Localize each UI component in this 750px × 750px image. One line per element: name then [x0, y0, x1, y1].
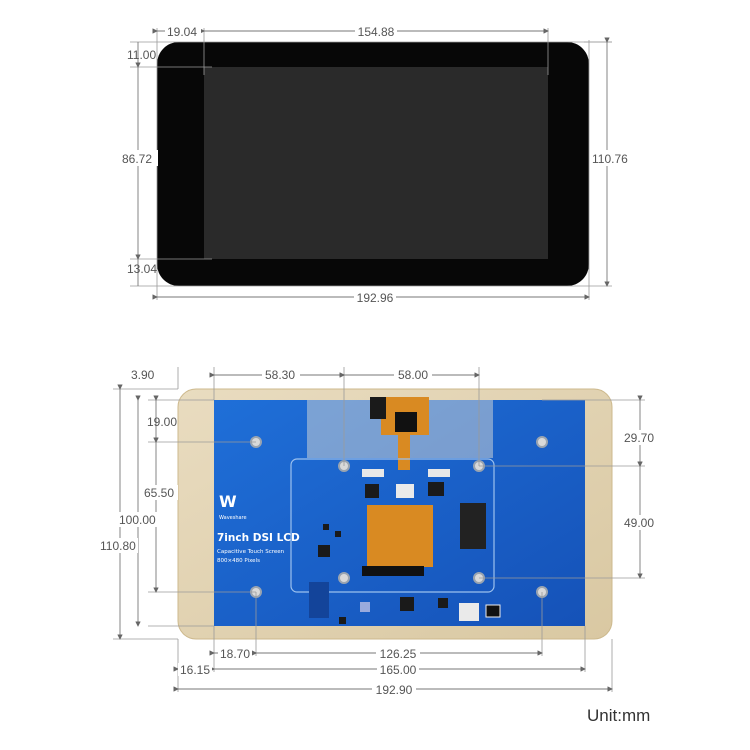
dim-back-pcb-width: 165.00 — [380, 663, 417, 677]
dim-back-hole-right-top: 29.70 — [624, 431, 654, 445]
dim-back-hole-right-span: 49.00 — [624, 516, 654, 530]
dim-back-hole-left-offset: 18.70 — [220, 647, 250, 661]
dim-back-frame-left-offset: 16.15 — [180, 663, 210, 677]
back-view: W Waveshare 7inch DSI LCD Capacitive Tou… — [98, 367, 658, 697]
board-subtitle: Capacitive Touch Screen — [217, 549, 285, 555]
dim-back-pcb-height: 100.00 — [119, 513, 156, 527]
board-logo-mark: W — [219, 492, 237, 511]
dim-back-hole-vertical-mid: 65.50 — [144, 486, 174, 500]
board-title: 7inch DSI LCD — [217, 532, 300, 544]
back-inner-outline — [290, 458, 495, 593]
dim-front-bezel-left: 19.04 — [167, 25, 197, 39]
dim-back-hole-span-left: 58.30 — [265, 368, 295, 382]
front-active-area — [204, 67, 548, 259]
dim-back-offset-top-left: 3.90 — [131, 368, 155, 382]
fpc-connector-top — [370, 397, 386, 419]
dim-front-bezel-bottom: 13.04 — [127, 262, 157, 276]
dim-back-hole-top: 19.00 — [147, 415, 177, 429]
dim-back-overall-width: 192.90 — [376, 683, 413, 697]
unit-label: Unit:mm — [587, 706, 651, 725]
dim-front-active-width: 154.88 — [358, 25, 395, 39]
pcb-components — [309, 469, 501, 624]
mount-hole — [536, 436, 548, 448]
board-logo-text: Waveshare — [219, 515, 247, 521]
fpc-chip — [395, 412, 417, 432]
dim-front-active-height: 86.72 — [122, 152, 152, 166]
front-view: 19.04 154.88 11.00 86.72 110.76 13.04 19… — [120, 24, 630, 305]
fpc-cable-tail — [398, 435, 410, 470]
dim-front-bezel-top: 11.00 — [127, 48, 156, 62]
dim-front-overall-width: 192.96 — [357, 291, 394, 305]
mount-hole — [338, 572, 350, 584]
dim-back-hole-span-right: 58.00 — [398, 368, 428, 382]
dim-back-overall-height: 110.80 — [100, 539, 136, 553]
dim-back-hole-bottom-span: 126.25 — [380, 647, 417, 661]
dim-front-overall-height: 110.76 — [592, 152, 628, 166]
board-resolution: 800×480 Pixels — [217, 558, 260, 564]
